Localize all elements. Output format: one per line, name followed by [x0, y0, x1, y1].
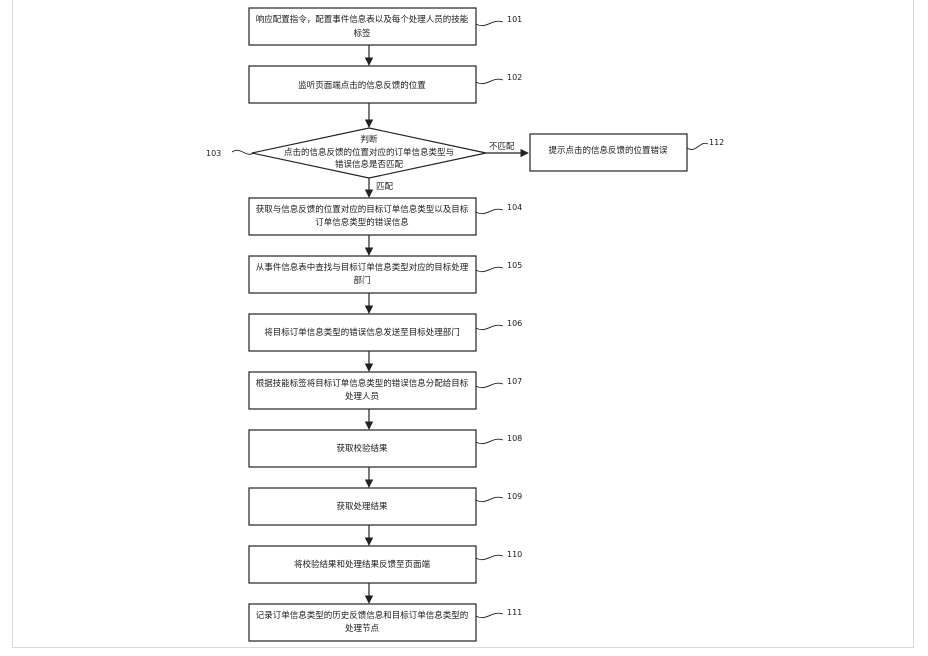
- decision-103-text-line2: 点击的信息反馈的位置对应的订单信息类型与: [284, 147, 454, 158]
- step-105-number: 105: [507, 261, 522, 270]
- side-box-112-text: 提示点击的信息反馈的位置错误: [548, 145, 668, 156]
- side-box-112-number: 112: [709, 138, 724, 147]
- step-109-number: 109: [507, 492, 522, 501]
- step-111-number: 111: [507, 608, 522, 617]
- decision-103: 判断 点击的信息反馈的位置对应的订单信息类型与 错误信息是否匹配 103: [206, 127, 487, 179]
- step-104-leader: [475, 208, 504, 215]
- decision-103-leader: [231, 149, 255, 155]
- step-110-leader: [475, 554, 504, 561]
- step-101-box: [248, 7, 477, 46]
- step-105-text-line1: 从事件信息表中查找与目标订单信息类型对应的目标处理: [256, 262, 469, 273]
- decision-103-number: 103: [206, 149, 221, 158]
- step-105-leader: [475, 266, 504, 273]
- step-105: 从事件信息表中查找与目标订单信息类型对应的目标处理 部门 105: [248, 255, 522, 294]
- step-104-text-line2: 订单信息类型的错误信息: [315, 217, 409, 228]
- step-109: 获取处理结果 109: [248, 487, 522, 526]
- decision-103-text-line1: 判断: [360, 134, 378, 145]
- step-111: 记录订单信息类型的历史反馈信息和目标订单信息类型的 处理节点 111: [248, 603, 522, 642]
- step-107: 根据技能标签将目标订单信息类型的错误信息分配给目标 处理人员 107: [248, 371, 522, 410]
- step-106-text-line1: 将目标订单信息类型的错误信息发送至目标处理部门: [264, 327, 460, 338]
- step-110-text-line1: 将校验结果和处理结果反馈至页面端: [294, 559, 431, 570]
- step-107-number: 107: [507, 377, 522, 386]
- step-111-text-line2: 处理节点: [345, 623, 380, 634]
- side-box-112-rect: [529, 133, 688, 172]
- step-105-box: [248, 255, 477, 294]
- step-111-leader: [475, 612, 504, 619]
- step-102-leader: [475, 78, 504, 85]
- step-102-text-line1: 监听页面端点击的信息反馈的位置: [298, 80, 426, 91]
- step-110-number: 110: [507, 550, 522, 559]
- step-107-text-line1: 根据技能标签将目标订单信息类型的错误信息分配给目标: [256, 378, 469, 389]
- decision-103-text-line3: 错误信息是否匹配: [335, 159, 404, 170]
- step-106-box: [248, 313, 477, 352]
- step-101-text-line2: 标签: [353, 28, 371, 39]
- step-108-leader: [475, 438, 504, 445]
- step-110: 将校验结果和处理结果反馈至页面端 110: [248, 545, 522, 584]
- step-106-number: 106: [507, 319, 522, 328]
- step-102-box: [248, 65, 477, 104]
- step-109-box: [248, 487, 477, 526]
- step-102: 监听页面端点击的信息反馈的位置 102: [248, 65, 522, 104]
- step-107-box: [248, 371, 477, 410]
- step-101-text-line1: 响应配置指令，配置事件信息表以及每个处理人员的技能: [256, 14, 469, 25]
- step-105-text-line2: 部门: [353, 275, 370, 286]
- step-102-number: 102: [507, 73, 522, 82]
- step-106: 将目标订单信息类型的错误信息发送至目标处理部门 106: [248, 313, 522, 352]
- step-111-text-line1: 记录订单信息类型的历史反馈信息和目标订单信息类型的: [256, 610, 469, 621]
- step-101-leader: [475, 20, 504, 27]
- step-104-text-line1: 获取与信息反馈的位置对应的目标订单信息类型以及目标: [256, 204, 469, 215]
- side-box-112-leader: [686, 142, 709, 150]
- step-108-text-line1: 获取校验结果: [336, 443, 388, 454]
- step-104-box: [248, 197, 477, 236]
- label-no-match: 不匹配: [489, 142, 515, 152]
- step-108-box: [248, 429, 477, 468]
- step-106-leader: [475, 324, 504, 331]
- step-104-number: 104: [507, 203, 522, 212]
- step-109-text-line1: 获取处理结果: [336, 501, 388, 512]
- side-box-112: 提示点击的信息反馈的位置错误 112: [529, 133, 724, 172]
- label-match: 匹配: [376, 182, 394, 192]
- step-107-leader: [475, 382, 504, 389]
- step-109-leader: [475, 496, 504, 503]
- step-108-number: 108: [507, 434, 522, 443]
- step-101: 响应配置指令，配置事件信息表以及每个处理人员的技能 标签 101: [248, 7, 522, 46]
- step-107-text-line2: 处理人员: [345, 391, 379, 402]
- step-110-box: [248, 545, 477, 584]
- step-101-number: 101: [507, 15, 522, 24]
- step-104: 获取与信息反馈的位置对应的目标订单信息类型以及目标 订单信息类型的错误信息 10…: [248, 197, 522, 236]
- step-108: 获取校验结果 108: [248, 429, 522, 468]
- step-111-box: [248, 603, 477, 642]
